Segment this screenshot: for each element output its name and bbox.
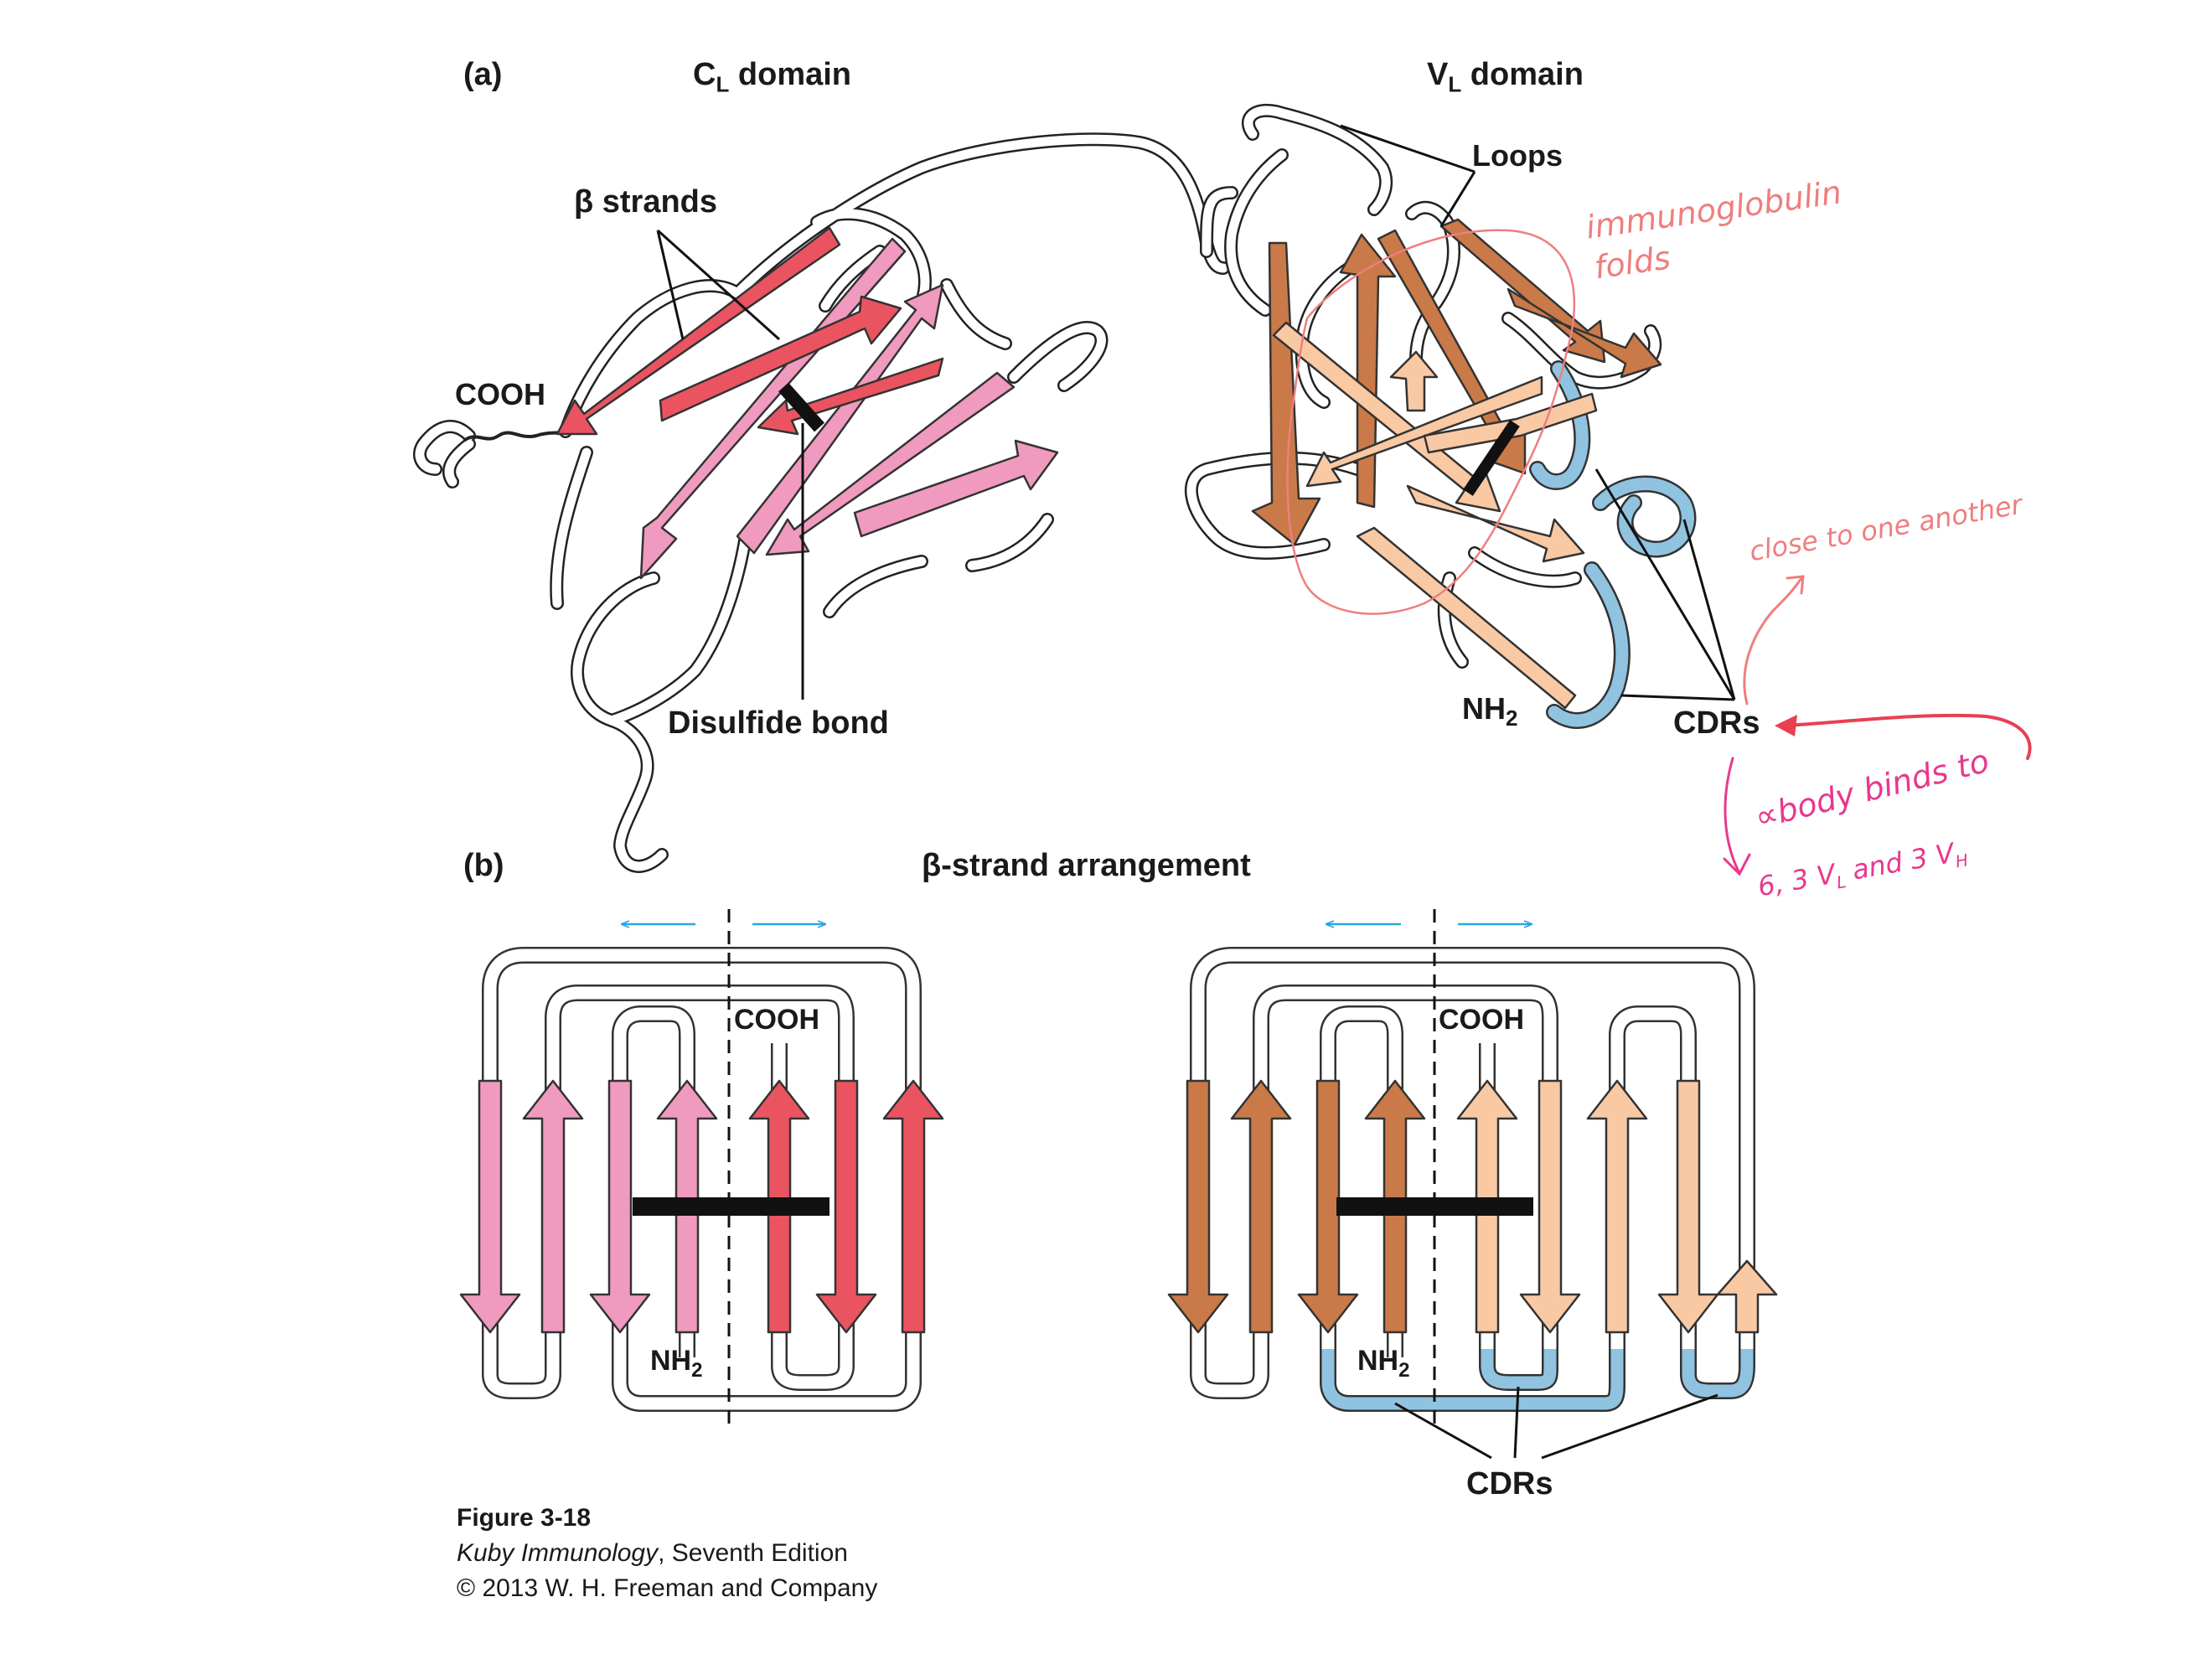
vl-topo-strand-8 bbox=[1657, 1079, 1719, 1334]
cl-beta-strands bbox=[556, 226, 1059, 580]
vl-strand-9 bbox=[1406, 484, 1585, 563]
vl-domain-main: V bbox=[1427, 57, 1449, 92]
cl-strand-3 bbox=[659, 295, 902, 422]
topo-right-nh2-main: NH bbox=[1357, 1345, 1399, 1377]
cl-topo-strand-7 bbox=[882, 1079, 944, 1334]
vl-nh2-main: NH bbox=[1462, 691, 1506, 726]
vl-cdrs-label: CDRs bbox=[1673, 705, 1760, 741]
six-annotation-arrow bbox=[1724, 757, 1740, 873]
vl-domain-sub: L bbox=[1448, 71, 1462, 97]
panel-b-title: β-strand arrangement bbox=[922, 848, 1251, 883]
vl-strand-8 bbox=[1305, 375, 1543, 488]
book-title-italic: Kuby Immunology bbox=[457, 1539, 659, 1567]
binds-arrowhead bbox=[1775, 715, 1797, 736]
vl-strand-6 bbox=[1272, 321, 1501, 513]
topo-cdrs-label: CDRs bbox=[1466, 1466, 1553, 1501]
cl-topo-strand-6 bbox=[815, 1079, 877, 1334]
book-title-rest: , Seventh Edition bbox=[658, 1539, 848, 1567]
cl-strand-4 bbox=[736, 283, 944, 555]
cl-strand-1 bbox=[556, 226, 841, 436]
panel-a-label: (a) bbox=[463, 57, 503, 92]
vl-strand-5 bbox=[1339, 233, 1397, 509]
vl-topo-cdr-callouts bbox=[1394, 1386, 1718, 1460]
vl-topo-strand-3 bbox=[1297, 1079, 1359, 1334]
topo-left-nh2-main: NH bbox=[650, 1345, 692, 1377]
cl-domain-title: CL domain bbox=[693, 57, 851, 98]
vl-topo-strand-2 bbox=[1230, 1079, 1292, 1334]
book-title: Kuby Immunology, Seventh Edition bbox=[457, 1539, 848, 1568]
vl-strand-3 bbox=[1439, 218, 1606, 364]
panel-b-label: (b) bbox=[463, 848, 504, 883]
loops-label: Loops bbox=[1472, 138, 1563, 173]
topo-right-nh2: NH2 bbox=[1357, 1345, 1409, 1382]
cl-topo-strand-3 bbox=[589, 1079, 651, 1334]
figure-number: Figure 3-18 bbox=[457, 1504, 592, 1532]
topo-right-nh2-sub: 2 bbox=[1398, 1358, 1410, 1382]
vl-strand-4 bbox=[1507, 287, 1662, 379]
cl-strand-6 bbox=[765, 371, 1016, 556]
vl-beta-strands bbox=[1251, 218, 1662, 710]
cl-domain-sub: L bbox=[716, 71, 730, 97]
vl-nh2-label: NH2 bbox=[1462, 691, 1517, 731]
cl-topology bbox=[459, 909, 944, 1429]
cl-domain-structure bbox=[413, 132, 1230, 873]
cl-topo-strand-2 bbox=[522, 1079, 584, 1334]
beta-strands-label: β strands bbox=[574, 184, 718, 220]
vl-strand-10 bbox=[1356, 526, 1577, 710]
vl-topo-strand-1 bbox=[1167, 1079, 1229, 1334]
vl-strand-7 bbox=[1389, 350, 1439, 412]
fold-highlight-circle bbox=[1286, 229, 1576, 615]
cl-disulfide-bond bbox=[778, 382, 824, 432]
cl-domain-rest: domain bbox=[729, 57, 852, 92]
topo-left-nh2-sub: 2 bbox=[691, 1358, 703, 1382]
handwritten-annotations bbox=[1723, 575, 2032, 876]
close-annotation-arrow bbox=[1743, 576, 1803, 705]
cl-topo-strand-1 bbox=[459, 1079, 521, 1334]
topo-left-nh2: NH2 bbox=[650, 1345, 702, 1382]
vl-disulfide-bond bbox=[1463, 420, 1520, 496]
vl-domain-title: VL domain bbox=[1427, 57, 1584, 98]
cl-callouts bbox=[656, 229, 804, 700]
vl-strand-1 bbox=[1251, 241, 1321, 546]
vl-cdr-loops bbox=[1529, 360, 1697, 729]
topo-left-cooh: COOH bbox=[734, 1004, 819, 1036]
vl-callouts bbox=[1340, 124, 1736, 701]
vl-topo-strand-7 bbox=[1586, 1079, 1648, 1334]
cl-cooh-label: COOH bbox=[455, 377, 545, 411]
topo-right-cooh: COOH bbox=[1439, 1004, 1524, 1036]
vl-domain-structure bbox=[1185, 103, 1736, 729]
vl-domain-rest: domain bbox=[1461, 57, 1584, 92]
vl-topo-strand-6 bbox=[1519, 1079, 1581, 1334]
vl-topology bbox=[1167, 909, 1778, 1460]
copyright: © 2013 W. H. Freeman and Company bbox=[457, 1574, 878, 1602]
vl-nh2-sub: 2 bbox=[1506, 705, 1518, 731]
binds-annotation-arrow bbox=[1783, 713, 2032, 760]
vl-topo-strand-9 bbox=[1716, 1259, 1778, 1334]
disulfide-bond-label: Disulfide bond bbox=[668, 705, 889, 741]
cl-domain-main: C bbox=[693, 57, 716, 92]
cl-strand-7 bbox=[853, 439, 1059, 538]
